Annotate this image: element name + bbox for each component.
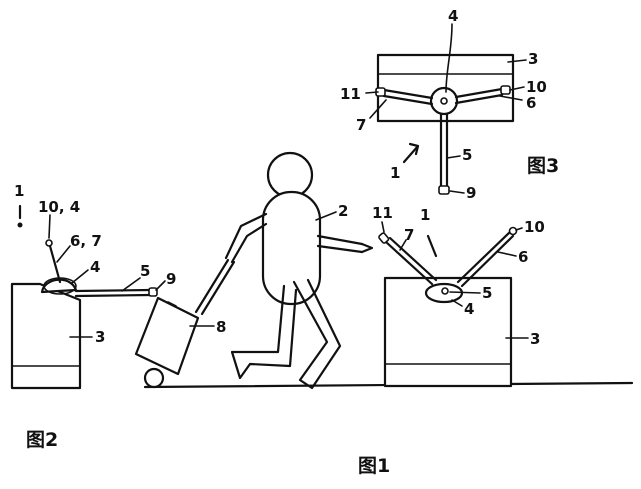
- fig1-leader-person: [315, 211, 337, 221]
- fig2-cable-top: [74, 288, 152, 293]
- fig1-label-system: 1: [420, 206, 430, 224]
- fig1-leader-arm-right: [497, 251, 517, 257]
- fig2-cable-end: [148, 287, 158, 297]
- fig1-leader-unit: [451, 299, 463, 307]
- fig1-label-unit: 4: [464, 300, 474, 318]
- person-leg-back: [230, 284, 298, 380]
- person-arm-back: [224, 212, 268, 264]
- person-arm-front: [316, 234, 364, 254]
- fig2-label-arm: 6, 7: [70, 232, 102, 250]
- person-hand-front: [360, 242, 374, 254]
- suitcase-handle-a: [194, 258, 230, 314]
- fig1-tip-left: [378, 232, 390, 244]
- suitcase-wheel: [143, 367, 165, 389]
- fig2-label-tip: 10, 4: [38, 198, 80, 216]
- fig3-tip-right: [500, 85, 511, 95]
- fig2-arm: [48, 244, 62, 284]
- fig1-leader-tip-left: [381, 221, 385, 233]
- person-figure: [134, 151, 374, 390]
- fig2-leader-tip: [48, 214, 51, 239]
- fig1-arm-right-a: [456, 230, 512, 284]
- fig1-leader-tip-right: [515, 227, 523, 231]
- fig3-label-unit: 4: [448, 7, 458, 25]
- fig2-leader-end: [155, 280, 166, 291]
- fig2-label-end: 9: [166, 270, 176, 288]
- fig1-label-machine: 3: [530, 330, 540, 348]
- suitcase-handle-b: [200, 260, 236, 316]
- fig2-arm-tip: [45, 239, 53, 247]
- person-head: [266, 151, 314, 199]
- fig1-label-tip-right: 10: [524, 218, 545, 236]
- fig3-caption: 图3: [527, 155, 559, 177]
- fig3-unit-center: [440, 97, 448, 105]
- fig1-arm-left-a: [384, 240, 434, 286]
- fig3-label-system: 1: [390, 164, 400, 182]
- fig1-label-arm-right: 6: [518, 248, 528, 266]
- fig2-system-dot: [17, 222, 23, 228]
- fig3-label-tip-right: 10: [526, 78, 547, 96]
- fig1-label-cable: 5: [482, 284, 492, 302]
- fig1-leader-arm-left: [399, 239, 407, 251]
- fig1-caption: 图1: [358, 455, 390, 477]
- fig2-machine: [10, 282, 82, 390]
- fig1-label-suitcase: 8: [216, 318, 226, 336]
- suitcase-handle-grip: [167, 301, 177, 307]
- fig3-arm-right-a: [454, 87, 504, 99]
- fig2-label-unit: 4: [90, 258, 100, 276]
- fig1-label-person: 2: [338, 202, 348, 220]
- fig1-system-arrow: [426, 234, 438, 258]
- fig3-cable-end: [438, 185, 450, 195]
- fig1-label-arm-left: 7: [404, 226, 414, 244]
- fig1-label-tip-left: 11: [372, 204, 393, 222]
- fig1-leader-cable: [449, 291, 481, 294]
- fig2-cable-bottom: [74, 293, 152, 298]
- fig1-tip-right: [508, 226, 518, 236]
- figure-3: [365, 23, 527, 195]
- fig3-system-arrow: [402, 142, 420, 164]
- fig3-label-cable: 5: [462, 146, 472, 164]
- fig3-leader-arm-right: [499, 95, 523, 101]
- fig3-label-tip-left: 11: [340, 85, 361, 103]
- fig3-arm-left-b: [382, 94, 434, 106]
- fig3-leader-arm-left: [369, 99, 387, 119]
- fig3-label-arm-right: 6: [526, 94, 536, 112]
- fig3-leader-unit: [445, 23, 453, 93]
- fig3-leader-cable: [446, 155, 461, 159]
- fig3-arm-right-b: [454, 93, 504, 105]
- fig2-label-machine: 3: [95, 328, 105, 346]
- fig3-leader-tip-right: [509, 86, 525, 91]
- person-leg-front: [292, 278, 342, 390]
- fig3-label-machine: 3: [528, 50, 538, 68]
- fig2-label-cable: 5: [140, 262, 150, 280]
- suitcase-body: [134, 296, 200, 376]
- fig3-label-end: 9: [466, 184, 476, 202]
- figure-2: [10, 204, 166, 390]
- fig2-label-system: 1: [14, 182, 24, 200]
- fig3-leader-tip-left: [365, 91, 379, 94]
- fig2-leader-arm: [56, 245, 71, 263]
- fig3-leader-machine: [507, 59, 527, 63]
- fig3-arm-left-a: [382, 88, 434, 100]
- fig3-label-arm-left: 7: [356, 116, 366, 134]
- figure-1-machine: [378, 221, 529, 388]
- fig1-unit-center: [441, 287, 449, 295]
- fig2-leader-unit: [71, 269, 89, 284]
- fig3-leader-end: [449, 190, 465, 194]
- person-body: [261, 190, 322, 306]
- fig2-caption: 图2: [26, 429, 58, 451]
- fig1-arm-left-b: [388, 236, 438, 282]
- fig1-arm-right-b: [460, 234, 515, 288]
- fig2-leader-cable: [121, 277, 141, 292]
